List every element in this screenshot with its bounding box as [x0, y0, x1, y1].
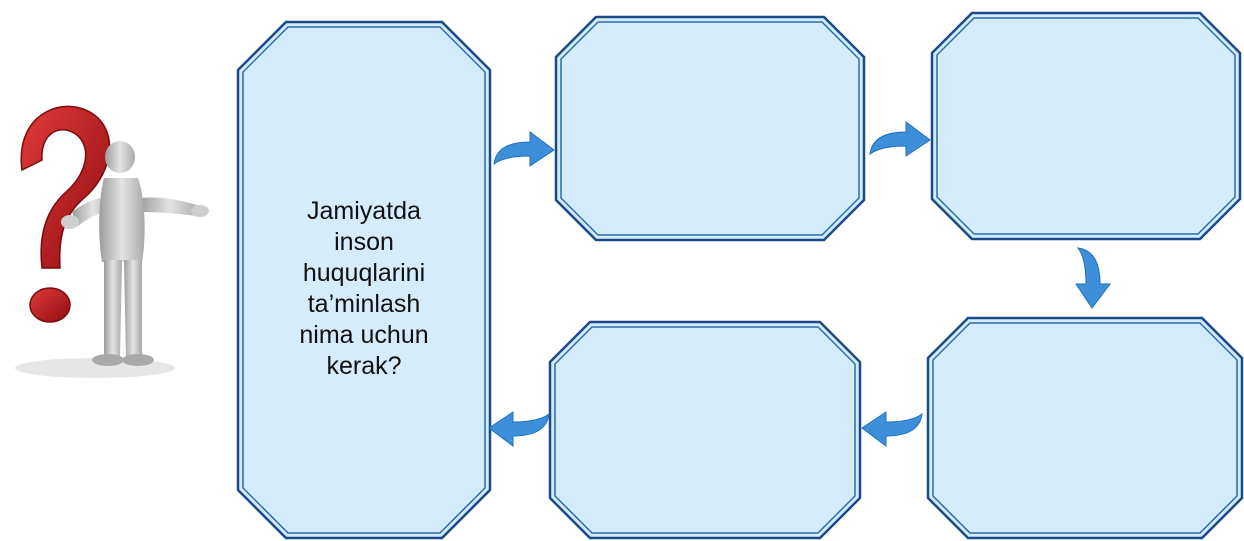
question-box — [236, 20, 492, 540]
answer-box-bottom-middle — [548, 320, 862, 540]
arrow-down-icon — [1075, 247, 1111, 309]
arrow-left-icon — [861, 411, 923, 447]
question-mark-person-icon — [15, 105, 209, 378]
arrow-right-icon — [869, 121, 931, 157]
answer-box-top-middle — [554, 15, 866, 242]
arrow-right-icon — [493, 131, 555, 167]
answer-box-top-right — [930, 11, 1242, 241]
arrow-left-icon — [488, 411, 550, 447]
answer-box-bottom-right — [926, 316, 1244, 540]
